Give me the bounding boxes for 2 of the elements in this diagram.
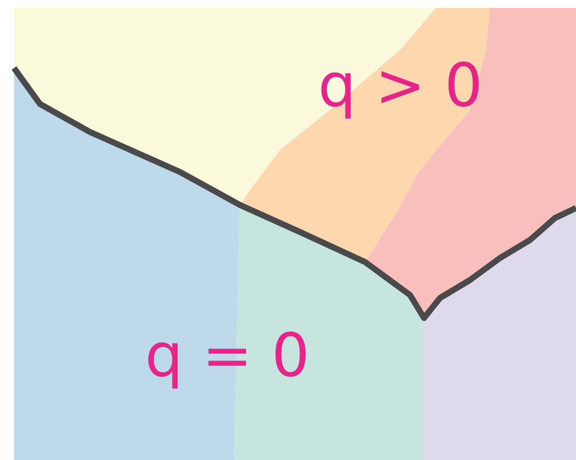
region-label: q > 0 (318, 56, 483, 116)
region-label: q = 0 (145, 326, 310, 386)
